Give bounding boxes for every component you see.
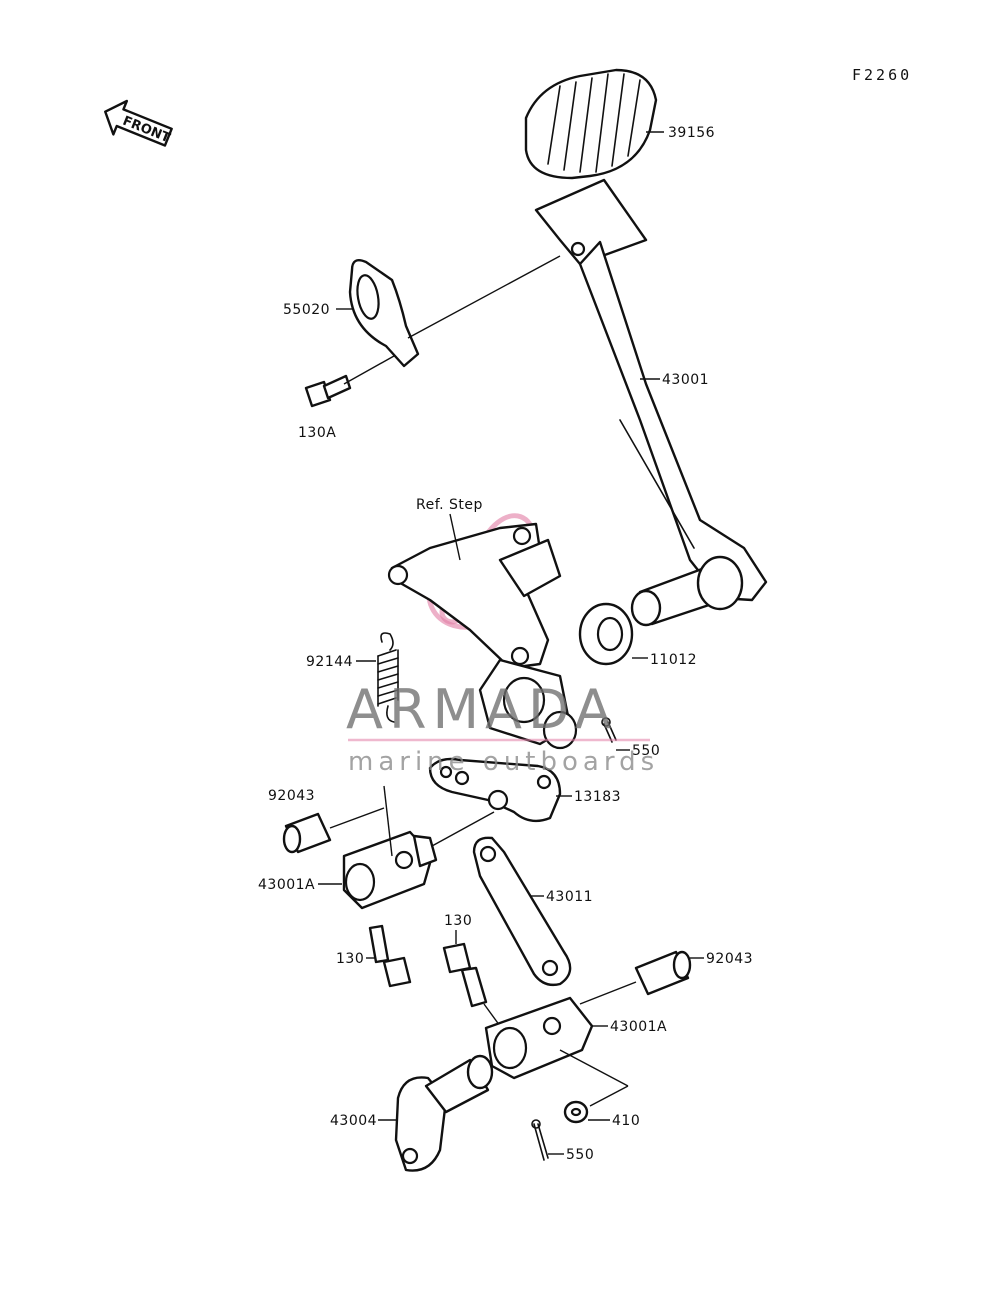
label-ref-step: Ref. Step xyxy=(416,497,483,513)
watermark: ARMADA marine outboards xyxy=(346,678,659,777)
washer-lower xyxy=(563,1100,589,1124)
pedal-rubber xyxy=(524,68,658,180)
step-bracket-reference xyxy=(387,522,578,750)
part-callouts: 39156 55020 130A 43001 Ref. Step 11012 9… xyxy=(258,125,753,1163)
diagram-code: F2260 xyxy=(852,66,912,84)
pin-lower xyxy=(634,950,692,996)
cotter-pin-lower xyxy=(531,1119,549,1161)
joint-lower xyxy=(484,996,594,1080)
label-13183: 13183 xyxy=(574,789,621,805)
watermark-tagline: marine outboards xyxy=(348,747,659,777)
label-550-lower: 550 xyxy=(566,1147,594,1163)
stopper-plate xyxy=(348,259,420,368)
label-550-upper: 550 xyxy=(632,743,660,759)
label-130-lower: 130 xyxy=(444,913,472,929)
joint-upper xyxy=(342,830,438,910)
pin-upper xyxy=(282,812,332,854)
watermark-brand: ARMADA xyxy=(346,678,618,741)
front-direction-arrow: FRONT xyxy=(104,99,173,147)
washer-pedal xyxy=(578,602,634,666)
bolt-stopper xyxy=(304,374,352,408)
label-11012: 11012 xyxy=(650,652,697,668)
label-43011: 43011 xyxy=(546,889,593,905)
label-92043-upper: 92043 xyxy=(268,788,315,804)
label-43004: 43004 xyxy=(330,1113,377,1129)
label-43001: 43001 xyxy=(662,372,709,388)
rod xyxy=(472,836,572,987)
label-130-upper: 130 xyxy=(336,951,364,967)
cotter-pin-upper xyxy=(601,717,617,743)
label-410: 410 xyxy=(612,1113,640,1129)
label-55020: 55020 xyxy=(283,302,330,318)
label-92043-lower: 92043 xyxy=(706,951,753,967)
label-43001A-upper: 43001A xyxy=(258,877,315,893)
brake-pedal xyxy=(534,178,768,627)
lever-plate xyxy=(428,757,562,823)
label-130A: 130A xyxy=(298,425,336,441)
brake-lever xyxy=(394,1054,494,1172)
bolt-lower-joint xyxy=(442,942,488,1008)
label-92144: 92144 xyxy=(306,654,353,670)
label-43001A-lower: 43001A xyxy=(610,1019,667,1035)
return-spring xyxy=(377,632,399,723)
label-39156: 39156 xyxy=(668,125,715,141)
bolt-upper-joint xyxy=(368,924,412,988)
